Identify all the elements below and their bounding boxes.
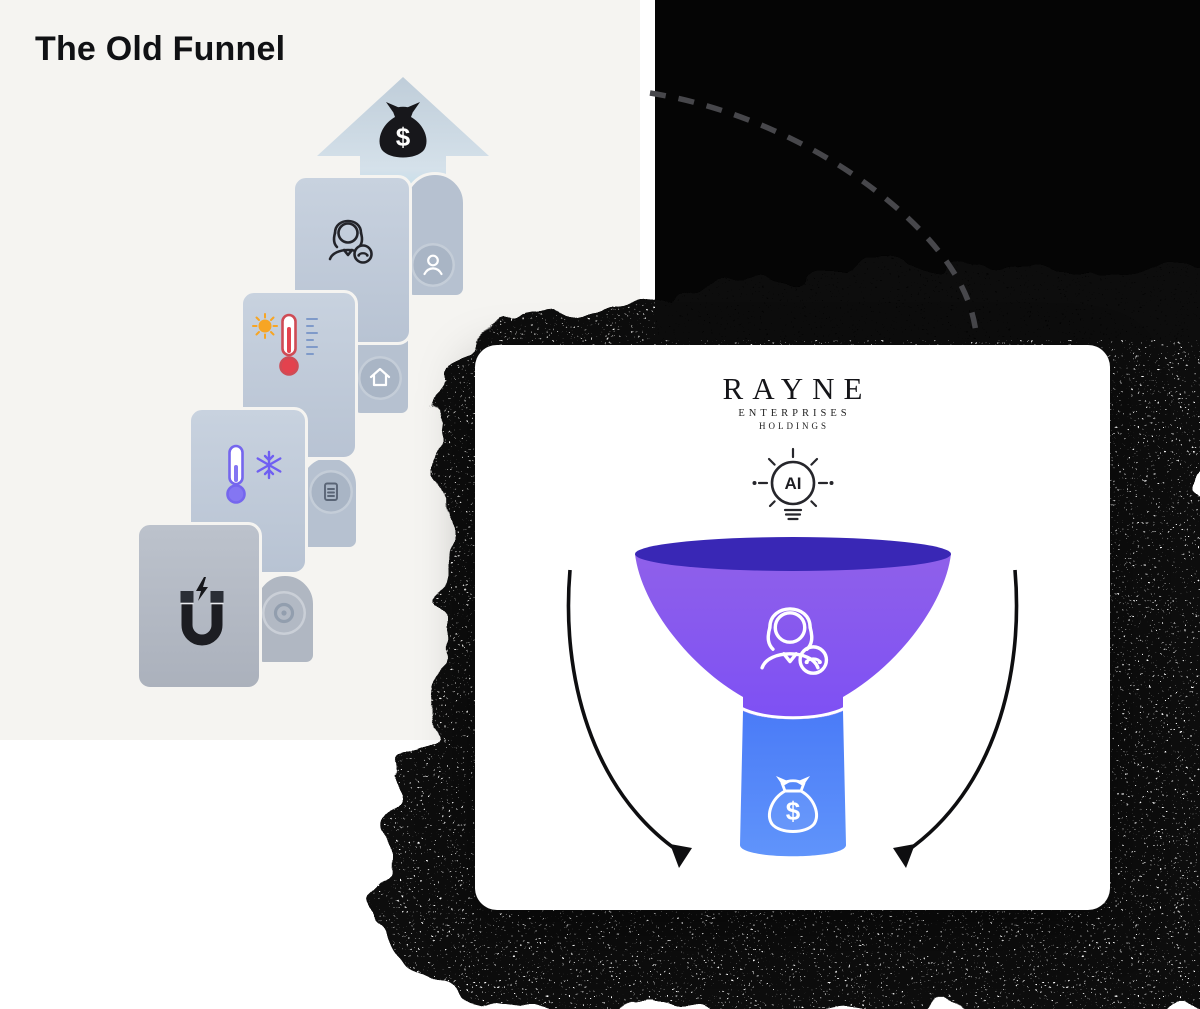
snowflake-icon bbox=[256, 450, 282, 480]
cold-thermometer-snowflake-icon bbox=[226, 444, 282, 504]
money-bag-icon: $ bbox=[379, 102, 427, 158]
step-tab-cold bbox=[299, 455, 359, 550]
document-icon bbox=[309, 470, 353, 514]
ring-icon bbox=[262, 591, 306, 635]
funnel-graphic: $ bbox=[566, 537, 1019, 868]
scale-ticks-icon bbox=[306, 318, 318, 355]
step-tab-contact bbox=[404, 172, 466, 298]
old-funnel-title: The Old Funnel bbox=[35, 30, 286, 68]
step-tab-attract bbox=[254, 573, 316, 665]
sun-icon bbox=[252, 313, 278, 339]
funnel-stem bbox=[740, 711, 846, 857]
dollar-symbol: $ bbox=[396, 122, 411, 152]
cold-thermometer-icon bbox=[226, 444, 246, 504]
zap-icon bbox=[196, 577, 208, 601]
funnel-bell bbox=[635, 554, 951, 720]
dollar-symbol: $ bbox=[786, 796, 801, 826]
hot-thermometer-icon bbox=[279, 313, 299, 376]
person-icon bbox=[411, 243, 455, 287]
magnet-icon bbox=[180, 577, 224, 646]
hot-thermometer-sun-icon bbox=[252, 313, 318, 376]
black-backdrop bbox=[655, 0, 1200, 340]
agent-headset-phone-icon bbox=[328, 219, 373, 264]
home-icon bbox=[358, 356, 402, 400]
rayne-funnel-card: RAYNE ENTERPRISES HOLDINGS AI bbox=[475, 345, 1110, 910]
funnel-rim bbox=[635, 537, 951, 571]
step-card-attract bbox=[136, 522, 262, 690]
